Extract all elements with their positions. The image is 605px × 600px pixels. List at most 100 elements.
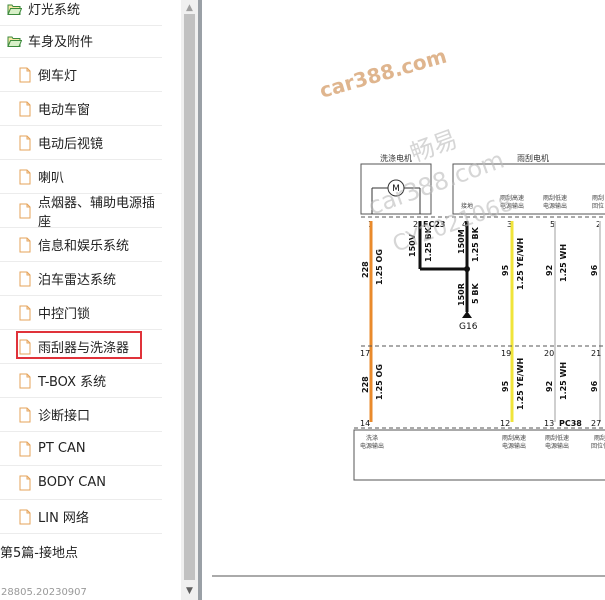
scroll-thumb[interactable] (184, 14, 195, 580)
watermark-primary: car388.com (317, 44, 450, 103)
bottom-label-low-2: 电源输出 (545, 442, 569, 450)
page-icon (19, 373, 31, 388)
wire-92-circuit: 92 (545, 265, 554, 276)
sidebar-item-label: 喇叭 (38, 171, 65, 186)
wire-96-circuit: 96 (590, 264, 599, 276)
sidebar-item[interactable]: 雨刮器与洗涤器 (0, 330, 162, 364)
sidebar-item-label: 点烟器、辅助电源插座 (38, 195, 156, 230)
document-view[interactable]: 洗涤电机 M 雨刮电机 接地 雨刮高速 电源输出 雨刮低速 电源输出 雨刮 回位… (202, 0, 605, 600)
ground-label: G16 (459, 322, 478, 332)
sidebar-item-label: BODY CAN (38, 475, 106, 490)
sidebar-item-label: T-BOX 系统 (38, 375, 107, 390)
wire-228-circuit: 228 (361, 261, 370, 278)
bottom-label-low-1: 雨刮低速 (545, 434, 569, 442)
pin-20: 20 (544, 349, 554, 358)
folder-open-icon (7, 36, 22, 47)
sidebar-scrollbar[interactable]: ▲ ▼ (181, 0, 198, 600)
pin-27: 27 (591, 419, 601, 428)
version-text: 28805.20230907 (1, 587, 87, 598)
sidebar-item[interactable]: 第5篇-接地点 (0, 534, 162, 568)
wire-150m-circuit: 150M (457, 229, 466, 254)
page-icon (19, 237, 31, 252)
wire-95-circuit: 95 (501, 264, 510, 276)
sidebar-item[interactable]: BODY CAN (0, 466, 162, 500)
wire-95b-spec: 1.25 YE/WH (516, 358, 525, 410)
wire-92b-circuit: 92 (545, 381, 554, 392)
page-icon (19, 67, 31, 82)
selection-highlight (16, 331, 142, 359)
wire-92-spec: 1.25 WH (559, 244, 568, 282)
wire-95-spec: 1.25 YE/WH (516, 238, 525, 290)
bottom-label-high-1: 雨刮高速 (502, 434, 526, 442)
wire-150v-spec: 1.25 BK (424, 226, 433, 262)
page-icon (19, 203, 31, 218)
sidebar-item-label: 信息和娱乐系统 (38, 239, 130, 254)
page-icon (19, 509, 31, 524)
sidebar-item-label: 电动车窗 (38, 103, 91, 118)
wiper-label-low-2: 电源输出 (543, 202, 567, 210)
wire-150m-spec: 1.25 BK (471, 226, 480, 262)
wiper-label-park-2: 回位 (592, 202, 604, 210)
washer-motor-box (360, 163, 432, 215)
sidebar-item[interactable]: 电动车窗 (0, 92, 162, 126)
sidebar-item-label: 诊断接口 (38, 409, 91, 424)
sidebar-item-label: 泊车雷达系统 (38, 273, 117, 288)
bottom-label-washer-2: 电源输出 (360, 442, 384, 450)
pin-2b: 2 (596, 220, 601, 229)
wire-95b-circuit: 95 (501, 380, 510, 392)
sidebar-item[interactable]: 信息和娱乐系统 (0, 228, 162, 262)
folder-open-icon (7, 4, 22, 15)
pin-13: 13 (544, 419, 554, 428)
wire-228-spec: 1.25 OG (375, 249, 384, 285)
sidebar-item[interactable]: T-BOX 系统 (0, 364, 162, 398)
wire-150v-circuit: 150V (408, 233, 417, 257)
page-icon (19, 135, 31, 150)
wiper-motor-label: 雨刮电机 (517, 153, 549, 163)
sidebar-item-label: 中控门锁 (38, 307, 91, 322)
navigation-tree: 灯光系统车身及附件倒车灯电动车窗电动后视镜喇叭点烟器、辅助电源插座信息和娱乐系统… (0, 0, 181, 600)
ground-arrow-icon (462, 311, 472, 318)
document-border (198, 0, 202, 600)
page-icon (19, 101, 31, 116)
bottom-label-park-1: 雨刮 (594, 434, 605, 442)
bottom-label-high-2: 电源输出 (502, 442, 526, 450)
sidebar-item[interactable]: 中控门锁 (0, 296, 162, 330)
sidebar-item[interactable]: 诊断接口 (0, 398, 162, 432)
scroll-up-arrow-icon[interactable]: ▲ (186, 3, 193, 13)
page-icon (19, 475, 31, 490)
page-icon (19, 441, 31, 456)
sidebar-item-label: 车身及附件 (28, 35, 94, 50)
scroll-down-arrow-icon[interactable]: ▼ (186, 586, 193, 596)
bottom-label-park-2: 回位信 (591, 442, 605, 450)
sidebar-item[interactable]: 泊车雷达系统 (0, 262, 162, 296)
sidebar-item[interactable]: 喇叭 (0, 160, 162, 194)
sidebar-item[interactable]: 灯光系统 (0, 0, 162, 26)
wiper-label-low-1: 雨刮低速 (543, 194, 567, 202)
wire-150r-circuit: 150R (457, 283, 466, 306)
wire-96b-circuit: 96 (590, 380, 599, 392)
pin-17: 17 (360, 349, 370, 358)
connector-pc38: PC38 (559, 419, 582, 428)
pin-2: 2 (413, 220, 418, 229)
sidebar-item-label: PT CAN (38, 441, 86, 456)
sidebar-item-label: LIN 网络 (38, 511, 89, 526)
page-icon (19, 407, 31, 422)
pin-19: 19 (501, 349, 511, 358)
sidebar-item[interactable]: PT CAN (0, 432, 162, 466)
wire-92b-spec: 1.25 WH (559, 362, 568, 400)
page-icon (19, 169, 31, 184)
sidebar-item[interactable]: 电动后视镜 (0, 126, 162, 160)
sidebar-item[interactable]: LIN 网络 (0, 500, 162, 534)
wire-228b-spec: 1.25 OG (375, 364, 384, 400)
wiper-label-high-1: 雨刮高速 (500, 194, 524, 202)
sidebar-item[interactable]: 倒车灯 (0, 58, 162, 92)
wire-150r-spec: 5 BK (471, 283, 480, 304)
wiring-diagram: 洗涤电机 M 雨刮电机 接地 雨刮高速 电源输出 雨刮低速 电源输出 雨刮 回位… (212, 44, 605, 577)
sidebar-item[interactable]: 点烟器、辅助电源插座 (0, 194, 162, 230)
pin-12: 12 (500, 419, 510, 428)
pin-14: 14 (360, 419, 370, 428)
pin-21: 21 (591, 349, 601, 358)
sidebar-item[interactable]: 车身及附件 (0, 24, 162, 58)
motor-symbol-icon (387, 179, 405, 197)
page-icon (19, 271, 31, 286)
